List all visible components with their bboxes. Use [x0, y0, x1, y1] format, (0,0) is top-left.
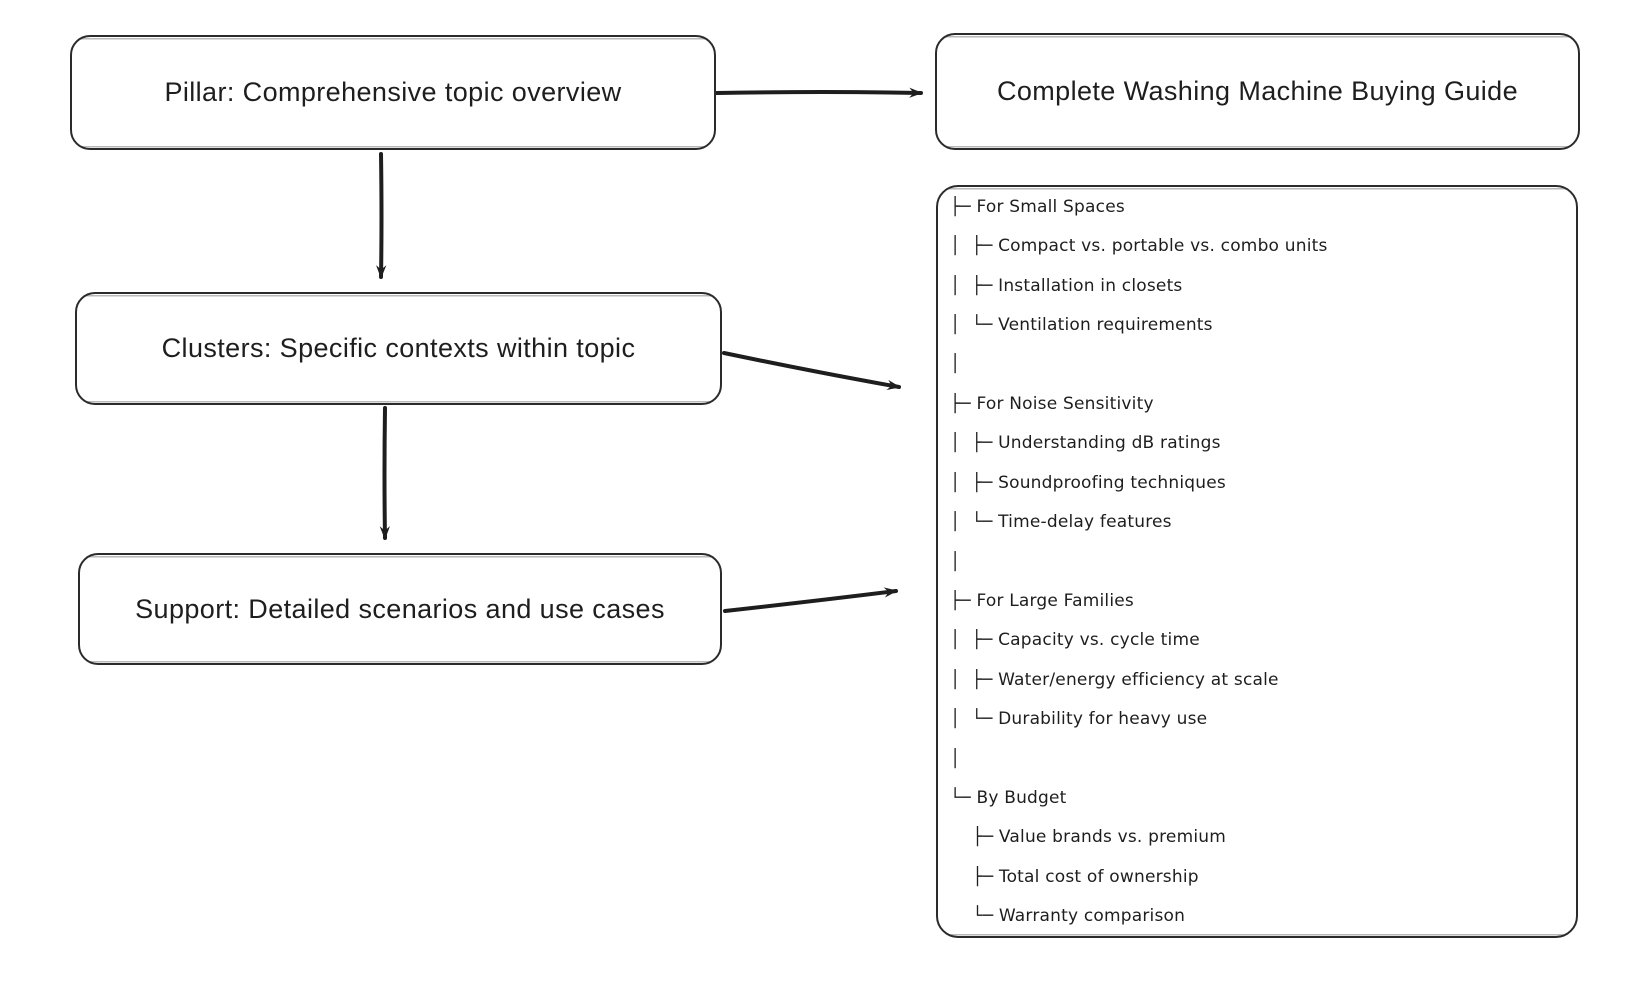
topic-tree: ├─ For Small Spaces │ ├─ Compact vs. port… — [938, 187, 1576, 936]
guide-node: Complete Washing Machine Buying Guide — [935, 33, 1580, 150]
tree-separator-row: │ — [950, 551, 961, 572]
tree-child-row: │ ├─ Compact vs. portable vs. combo unit… — [950, 236, 1328, 257]
arrow-pillar-to-clusters — [376, 152, 387, 279]
tree-separator-row: │ — [950, 354, 961, 375]
tree-section-row: └─ By Budget — [950, 788, 1067, 809]
tree-section-row: ├─ For Large Families — [950, 590, 1134, 611]
tree-child-row: └─ Warranty comparison — [950, 906, 1186, 927]
clusters-node: Clusters: Specific contexts within topic — [75, 292, 722, 405]
tree-child-row: │ ├─ Water/energy efficiency at scale — [950, 669, 1279, 690]
tree-child-row: │ └─ Durability for heavy use — [950, 709, 1208, 730]
tree-separator-row: │ — [950, 748, 961, 769]
arrow-clusters-to-tree — [722, 351, 901, 390]
tree-section-row: ├─ For Small Spaces — [950, 196, 1125, 217]
support-node-label: Support: Detailed scenarios and use case… — [135, 593, 665, 624]
tree-child-row: │ └─ Time-delay features — [950, 512, 1172, 533]
tree-child-row: ├─ Total cost of ownership — [950, 866, 1199, 887]
pillar-node-label: Pillar: Comprehensive topic overview — [164, 77, 622, 107]
tree-child-row: │ └─ Ventilation requirements — [950, 314, 1213, 335]
guide-node-label: Complete Washing Machine Buying Guide — [996, 76, 1519, 106]
tree-child-row: ├─ Value brands vs. premium — [950, 827, 1227, 848]
arrow-clusters-to-support — [379, 406, 390, 540]
pillar-node: Pillar: Comprehensive topic overview — [70, 35, 716, 150]
topic-tree-node: ├─ For Small Spaces │ ├─ Compact vs. port… — [936, 185, 1578, 938]
arrow-pillar-to-guide — [715, 87, 923, 98]
tree-child-row: │ ├─ Capacity vs. cycle time — [950, 630, 1200, 651]
support-node: Support: Detailed scenarios and use case… — [78, 553, 722, 665]
arrow-support-to-tree — [723, 587, 898, 613]
tree-child-row: │ ├─ Understanding dB ratings — [950, 433, 1221, 454]
tree-section-row: ├─ For Noise Sensitivity — [950, 393, 1154, 414]
tree-child-row: │ ├─ Installation in closets — [950, 275, 1183, 296]
clusters-node-label: Clusters: Specific contexts within topic — [161, 333, 636, 363]
tree-child-row: │ ├─ Soundproofing techniques — [950, 472, 1226, 493]
